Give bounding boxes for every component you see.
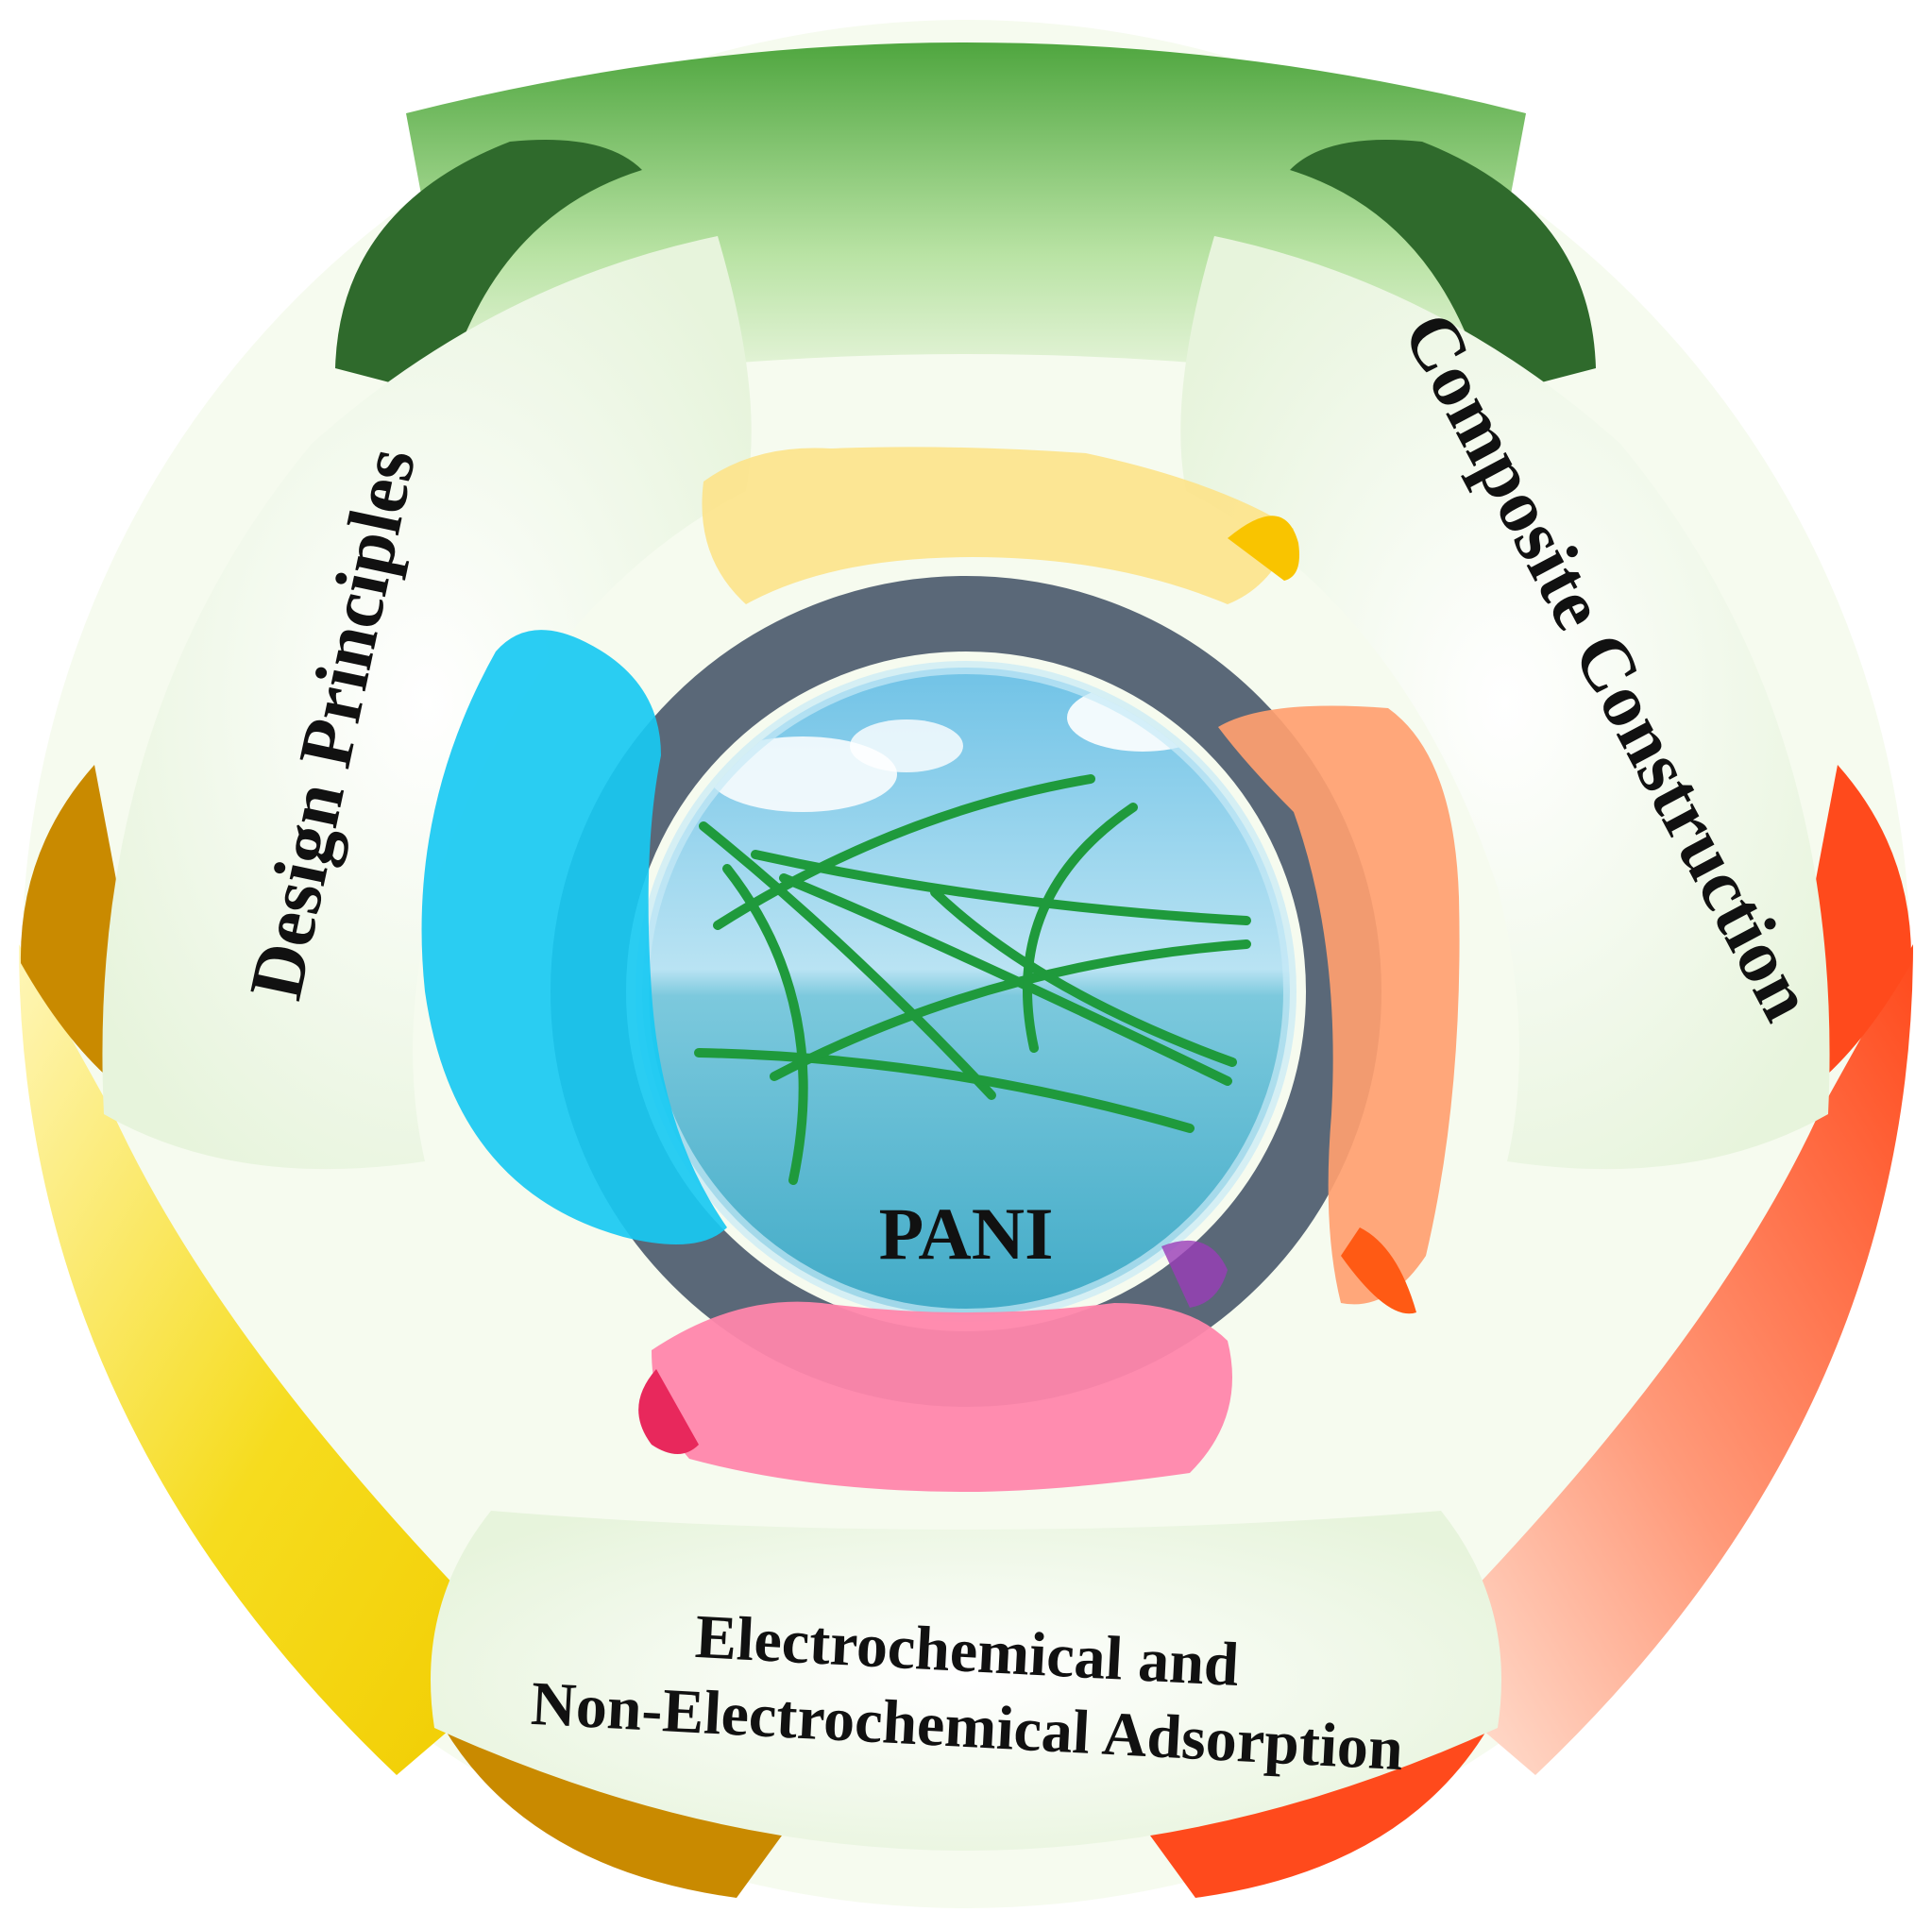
fiber-8 xyxy=(722,864,808,1185)
dark-green-tab-left xyxy=(335,140,642,397)
fiber-7 xyxy=(1023,803,1138,1053)
dark-green-tab-right xyxy=(1290,140,1596,397)
center-picture xyxy=(642,668,1290,1315)
fiber-1 xyxy=(699,821,996,1100)
fiber-9 xyxy=(930,888,1237,1067)
pani-fibers xyxy=(694,774,1251,1185)
composite-construction-panel xyxy=(1180,236,1830,1170)
fiber-6 xyxy=(770,939,1251,1081)
yellow-tab-curl xyxy=(1228,516,1299,581)
center-label: PANI xyxy=(879,1193,1054,1275)
design-principles-panel xyxy=(102,236,752,1170)
adsorption-panel xyxy=(431,1511,1501,1851)
orange-tab-curl xyxy=(1341,1227,1416,1314)
red-ring-band xyxy=(1403,944,1913,1775)
yellow-ring-band xyxy=(19,944,529,1775)
fiber-5 xyxy=(694,1048,1195,1133)
fiber-4 xyxy=(779,873,1232,1086)
pink-tab-curl xyxy=(638,1369,699,1454)
orange-tab xyxy=(1218,705,1460,1305)
pink-tab xyxy=(652,1301,1232,1492)
cyan-tab xyxy=(421,630,727,1244)
fiber-2 xyxy=(713,774,1095,930)
fiber-3 xyxy=(751,850,1251,925)
purple-tab-curl xyxy=(1161,1240,1228,1308)
yellow-tab xyxy=(702,447,1294,604)
